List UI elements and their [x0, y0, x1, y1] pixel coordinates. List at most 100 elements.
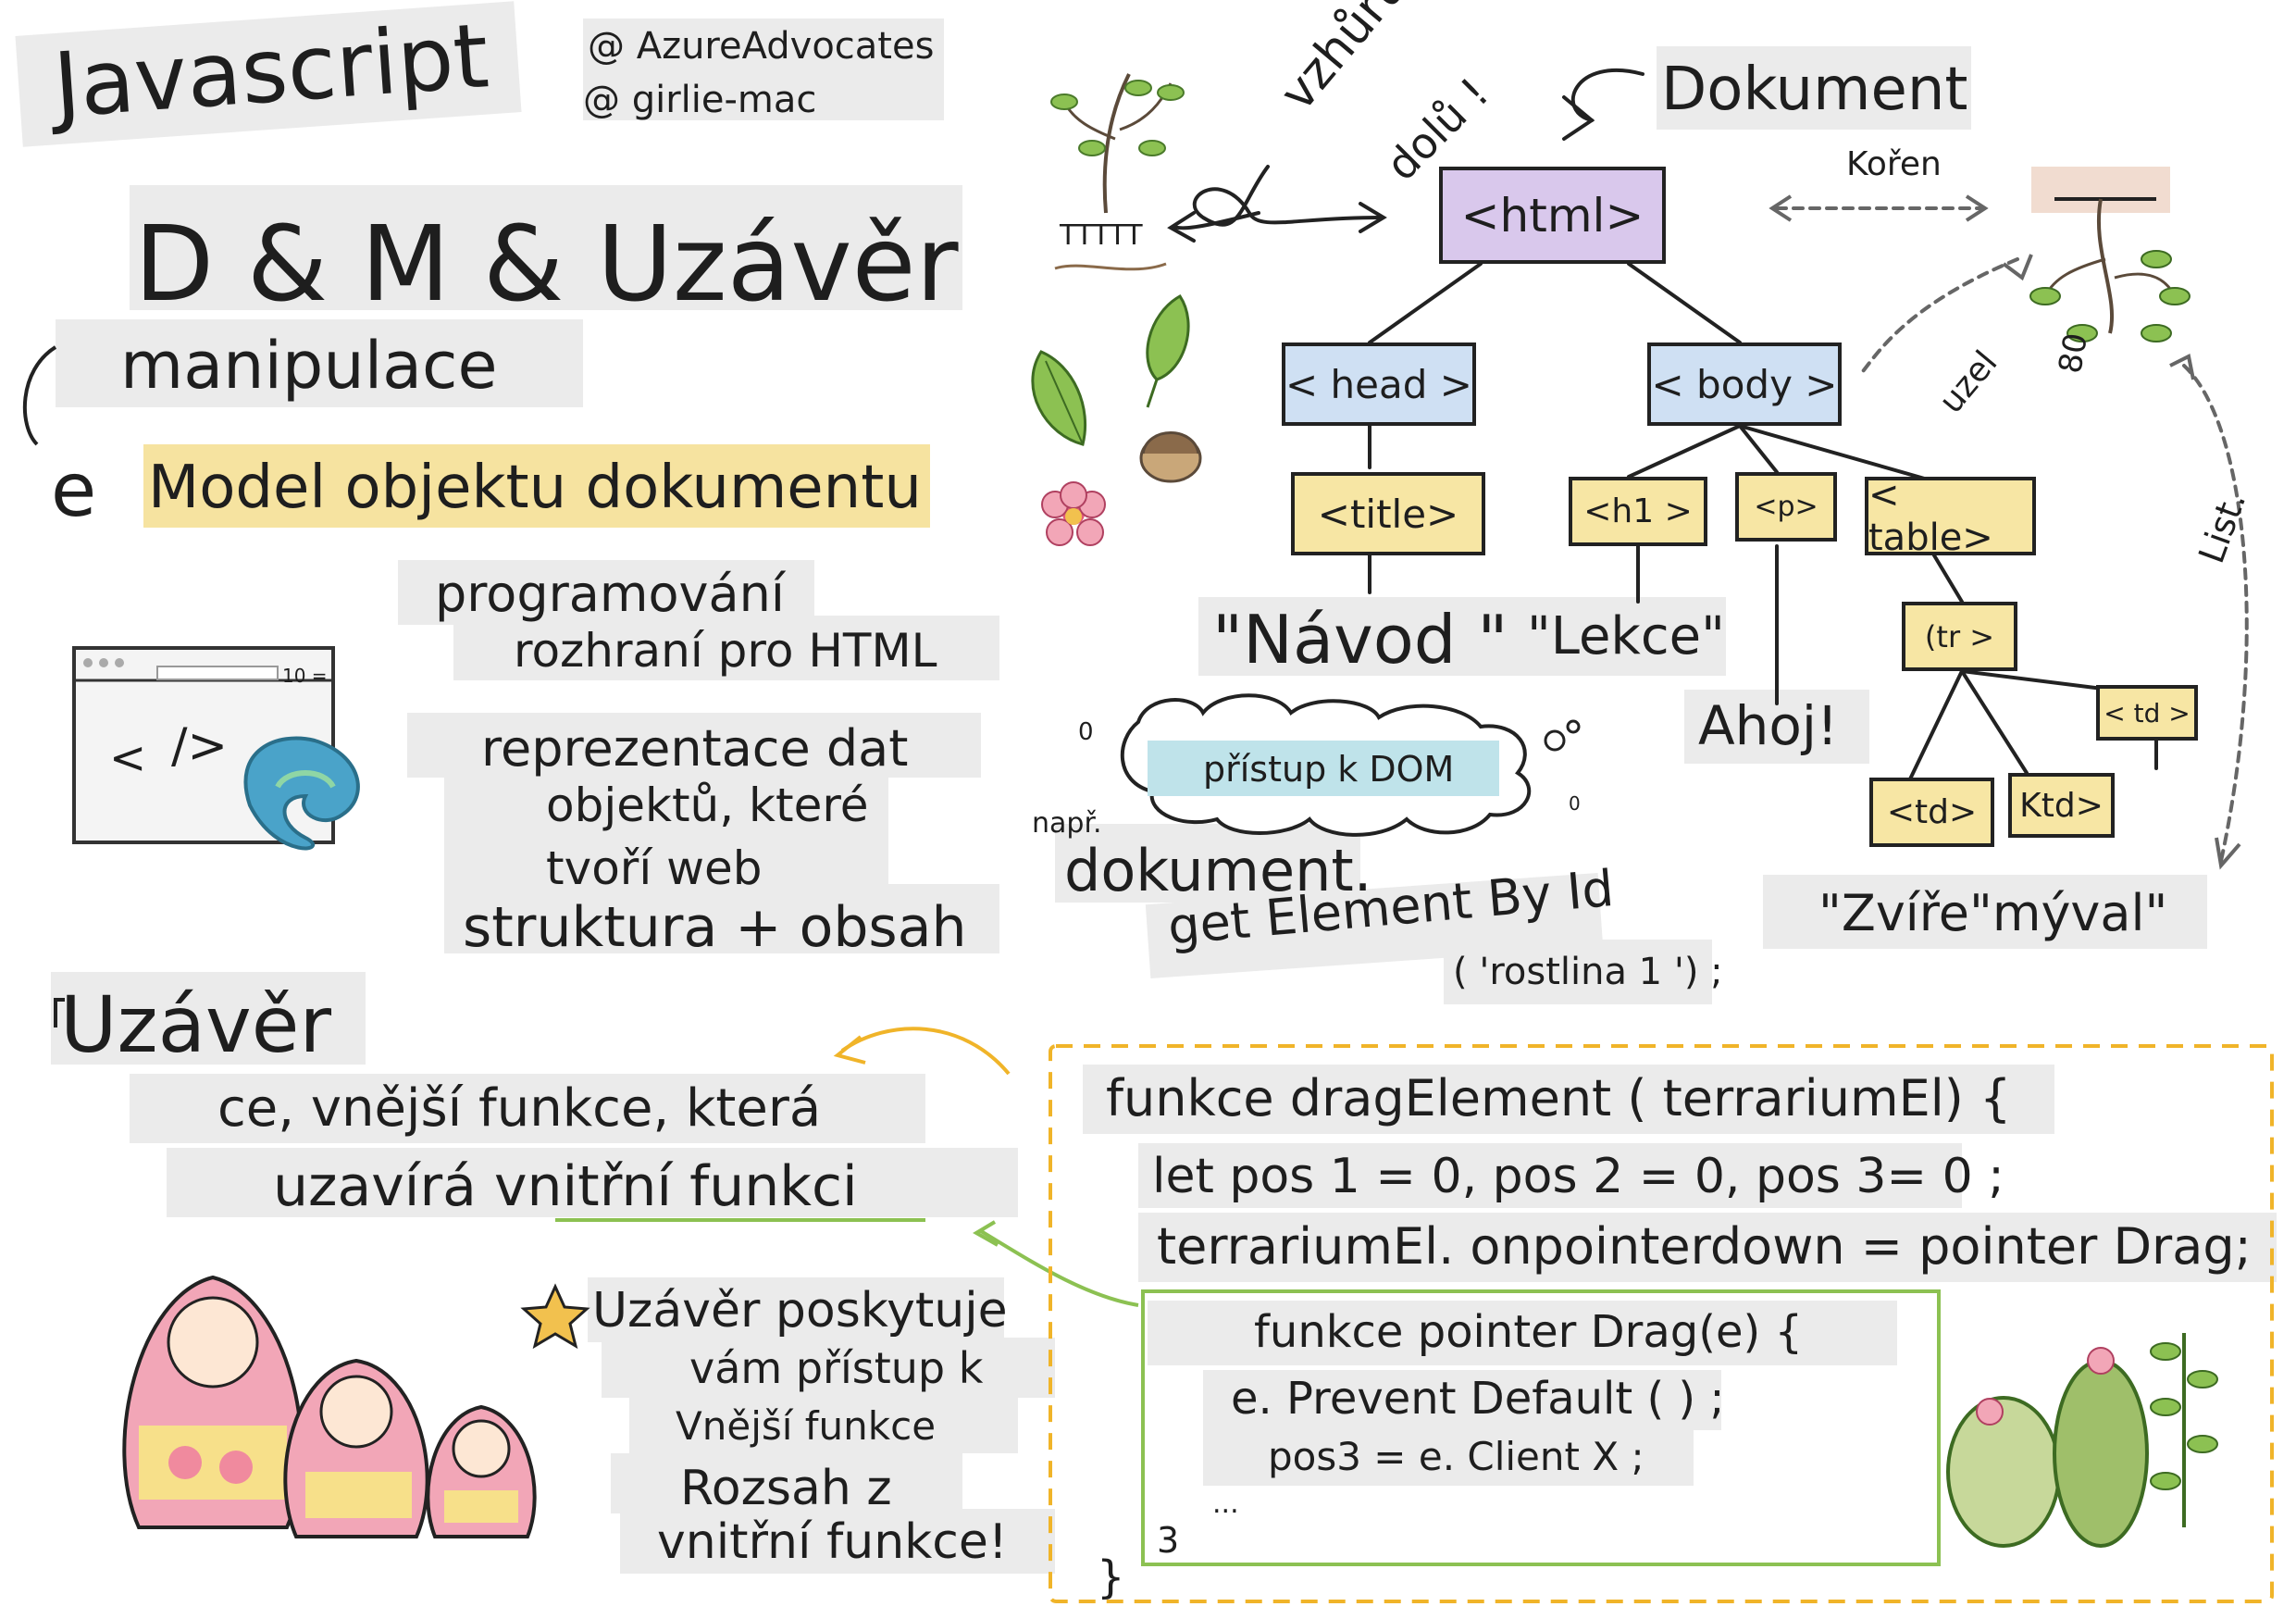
star-icon: [520, 1283, 590, 1350]
bg-note5: [444, 833, 888, 889]
bg-inner2: [1203, 1370, 1721, 1430]
plant-icon-sprout: [1050, 73, 1185, 271]
title-main: D & M & Uzávěr: [134, 205, 959, 325]
dom-node-html-label: <html>: [1460, 188, 1644, 243]
dom-node-h1-label: <h1 >: [1583, 492, 1693, 530]
credit-girlie: @ girlie-mac: [583, 79, 817, 121]
bg-model-highlight: [143, 444, 930, 528]
browser-address-text: 10 =: [282, 665, 328, 687]
access-code-dokument: dokument.: [1064, 837, 1372, 904]
bg-note-c3: [629, 1398, 1018, 1453]
bg-note-c1: [588, 1277, 1004, 1342]
nesting-dolls-icon: [122, 1275, 537, 1538]
dom-node-tr: (tr >: [1902, 602, 2017, 671]
closure-heading: Uzávěr: [60, 979, 331, 1070]
dom-node-html: <html>: [1439, 167, 1666, 264]
dom-note-rozhrani: rozhraní pro HTML: [514, 624, 937, 678]
bg-code1: [1083, 1065, 2054, 1134]
bg-animal: [1763, 875, 2207, 949]
browser-code-left: <: [109, 732, 147, 784]
closure-note2: vám přístup k: [689, 1343, 984, 1393]
bg-navod: [1198, 597, 1726, 676]
code-line3: terrariumEl. onpointerdown = pointer Dra…: [1157, 1217, 2252, 1276]
closure-note3: Vnější funkce: [676, 1403, 937, 1449]
dom-node-title: <title>: [1291, 472, 1485, 555]
leaf-icon-2: [1146, 294, 1190, 408]
dom-node-td-3-label: < td >: [2104, 697, 2191, 729]
access-zero-left: 0: [1078, 718, 1094, 746]
tree-eighty-label: 80: [2052, 330, 2095, 377]
root-plant-icon: [2029, 167, 2191, 342]
code-inner3: pos3 = e. Client X ;: [1268, 1434, 1644, 1479]
dom-node-td-1: <td>: [1869, 778, 1994, 847]
bg-closure-head: [51, 972, 366, 1065]
bg-code3: [1138, 1213, 2277, 1282]
bg-note-c4: [611, 1453, 962, 1513]
closure-line1: ce, vnější funkce, která: [217, 1078, 822, 1139]
bg-title2: [130, 185, 962, 310]
access-example: např.: [1032, 807, 1102, 840]
closure-note1: Uzávěr poskytuje: [592, 1283, 1008, 1339]
bg-closure1: [130, 1074, 925, 1143]
bg-title3: [56, 319, 583, 407]
dom-node-body: < body >: [1647, 342, 1842, 426]
dom-node-table: < table>: [1865, 474, 2036, 559]
dom-node-head-label: < head >: [1285, 361, 1472, 407]
tree-document-label: Dokument: [1661, 56, 1968, 124]
dom-node-td-3: < td >: [2096, 685, 2198, 741]
bg-note3: [407, 713, 981, 778]
credit-azure: @ AzureAdvocates: [588, 25, 935, 68]
dom-node-tr-label: (tr >: [1924, 618, 1995, 654]
browser-code-right: />: [171, 718, 229, 774]
bg-document: [1657, 46, 1971, 130]
code-inner2: e. Prevent Default ( ) ;: [1231, 1373, 1725, 1425]
title-prefix-e: e: [51, 447, 97, 533]
tree-text-animal: "Zvíře"mýval": [1818, 884, 2168, 942]
tree-text-lekce: "Lekce": [1527, 606, 1725, 666]
flower-icon: [1041, 481, 1106, 546]
closure-note5: vnitřní funkce!: [657, 1514, 1008, 1570]
bg-note1: [398, 560, 814, 625]
bg-inner3: [1203, 1430, 1694, 1486]
bg-code2: [1138, 1143, 1962, 1208]
bg-note6: [444, 884, 999, 953]
acorn-icon: [1139, 431, 1202, 483]
code-line1: funkce dragElement ( terrariumEl) {: [1106, 1069, 2012, 1127]
bg-note-c2: [602, 1338, 1055, 1398]
code-inner1: funkce pointer Drag(e) {: [1254, 1306, 1804, 1358]
tree-root-label: Kořen: [1846, 145, 1942, 183]
leaf-icon-1: [1031, 350, 1087, 446]
closure-note4: Rozsah z: [680, 1461, 892, 1516]
bg-note4: [444, 773, 888, 838]
tree-text-navod: "Návod ": [1212, 601, 1508, 679]
title-manipulace: manipulace: [120, 328, 498, 404]
bg-note2: [453, 616, 999, 680]
dom-node-td-2: Ktd>: [2008, 773, 2115, 838]
cactus-icon: [1946, 1333, 2218, 1548]
bg-doc-code3: [1444, 940, 1712, 1004]
dom-note-tvori: tvoří web: [546, 841, 763, 895]
dom-node-p-label: <p>: [1754, 491, 1818, 523]
dom-note-objektu: objektů, které: [546, 778, 869, 832]
tree-plant-label: TTTTT: [1060, 219, 1143, 252]
dom-node-p: <p>: [1735, 472, 1837, 542]
dom-node-body-label: < body >: [1651, 361, 1838, 407]
code-outer-close: }: [1097, 1551, 1125, 1603]
dom-note-programovani: programování: [435, 565, 785, 623]
code-inner-dots: ...: [1212, 1488, 1239, 1520]
dom-note-struktura: struktura + obsah: [463, 895, 967, 960]
dom-node-table-label: < table>: [1868, 473, 1993, 559]
dom-node-title-label: <title>: [1317, 491, 1459, 537]
access-code-arg: ( 'rostlina 1 ') ;: [1453, 951, 1723, 993]
bg-author: [583, 19, 944, 120]
bg-note-c5: [620, 1509, 1055, 1574]
closure-line2: uzavírá vnitřní funkci: [273, 1154, 858, 1219]
bg-inner1: [1148, 1301, 1897, 1365]
title-model: Model objektu dokumentu: [148, 454, 922, 522]
code-inner-close: 3: [1157, 1520, 1180, 1561]
bg-doc-code: [1055, 824, 1360, 903]
dom-node-td-1-label: <td>: [1886, 793, 1978, 831]
access-zero-right: 0: [1569, 792, 1581, 815]
dom-node-td-2-label: Ktd>: [2019, 786, 2104, 825]
bg-closure2: [167, 1148, 1018, 1217]
